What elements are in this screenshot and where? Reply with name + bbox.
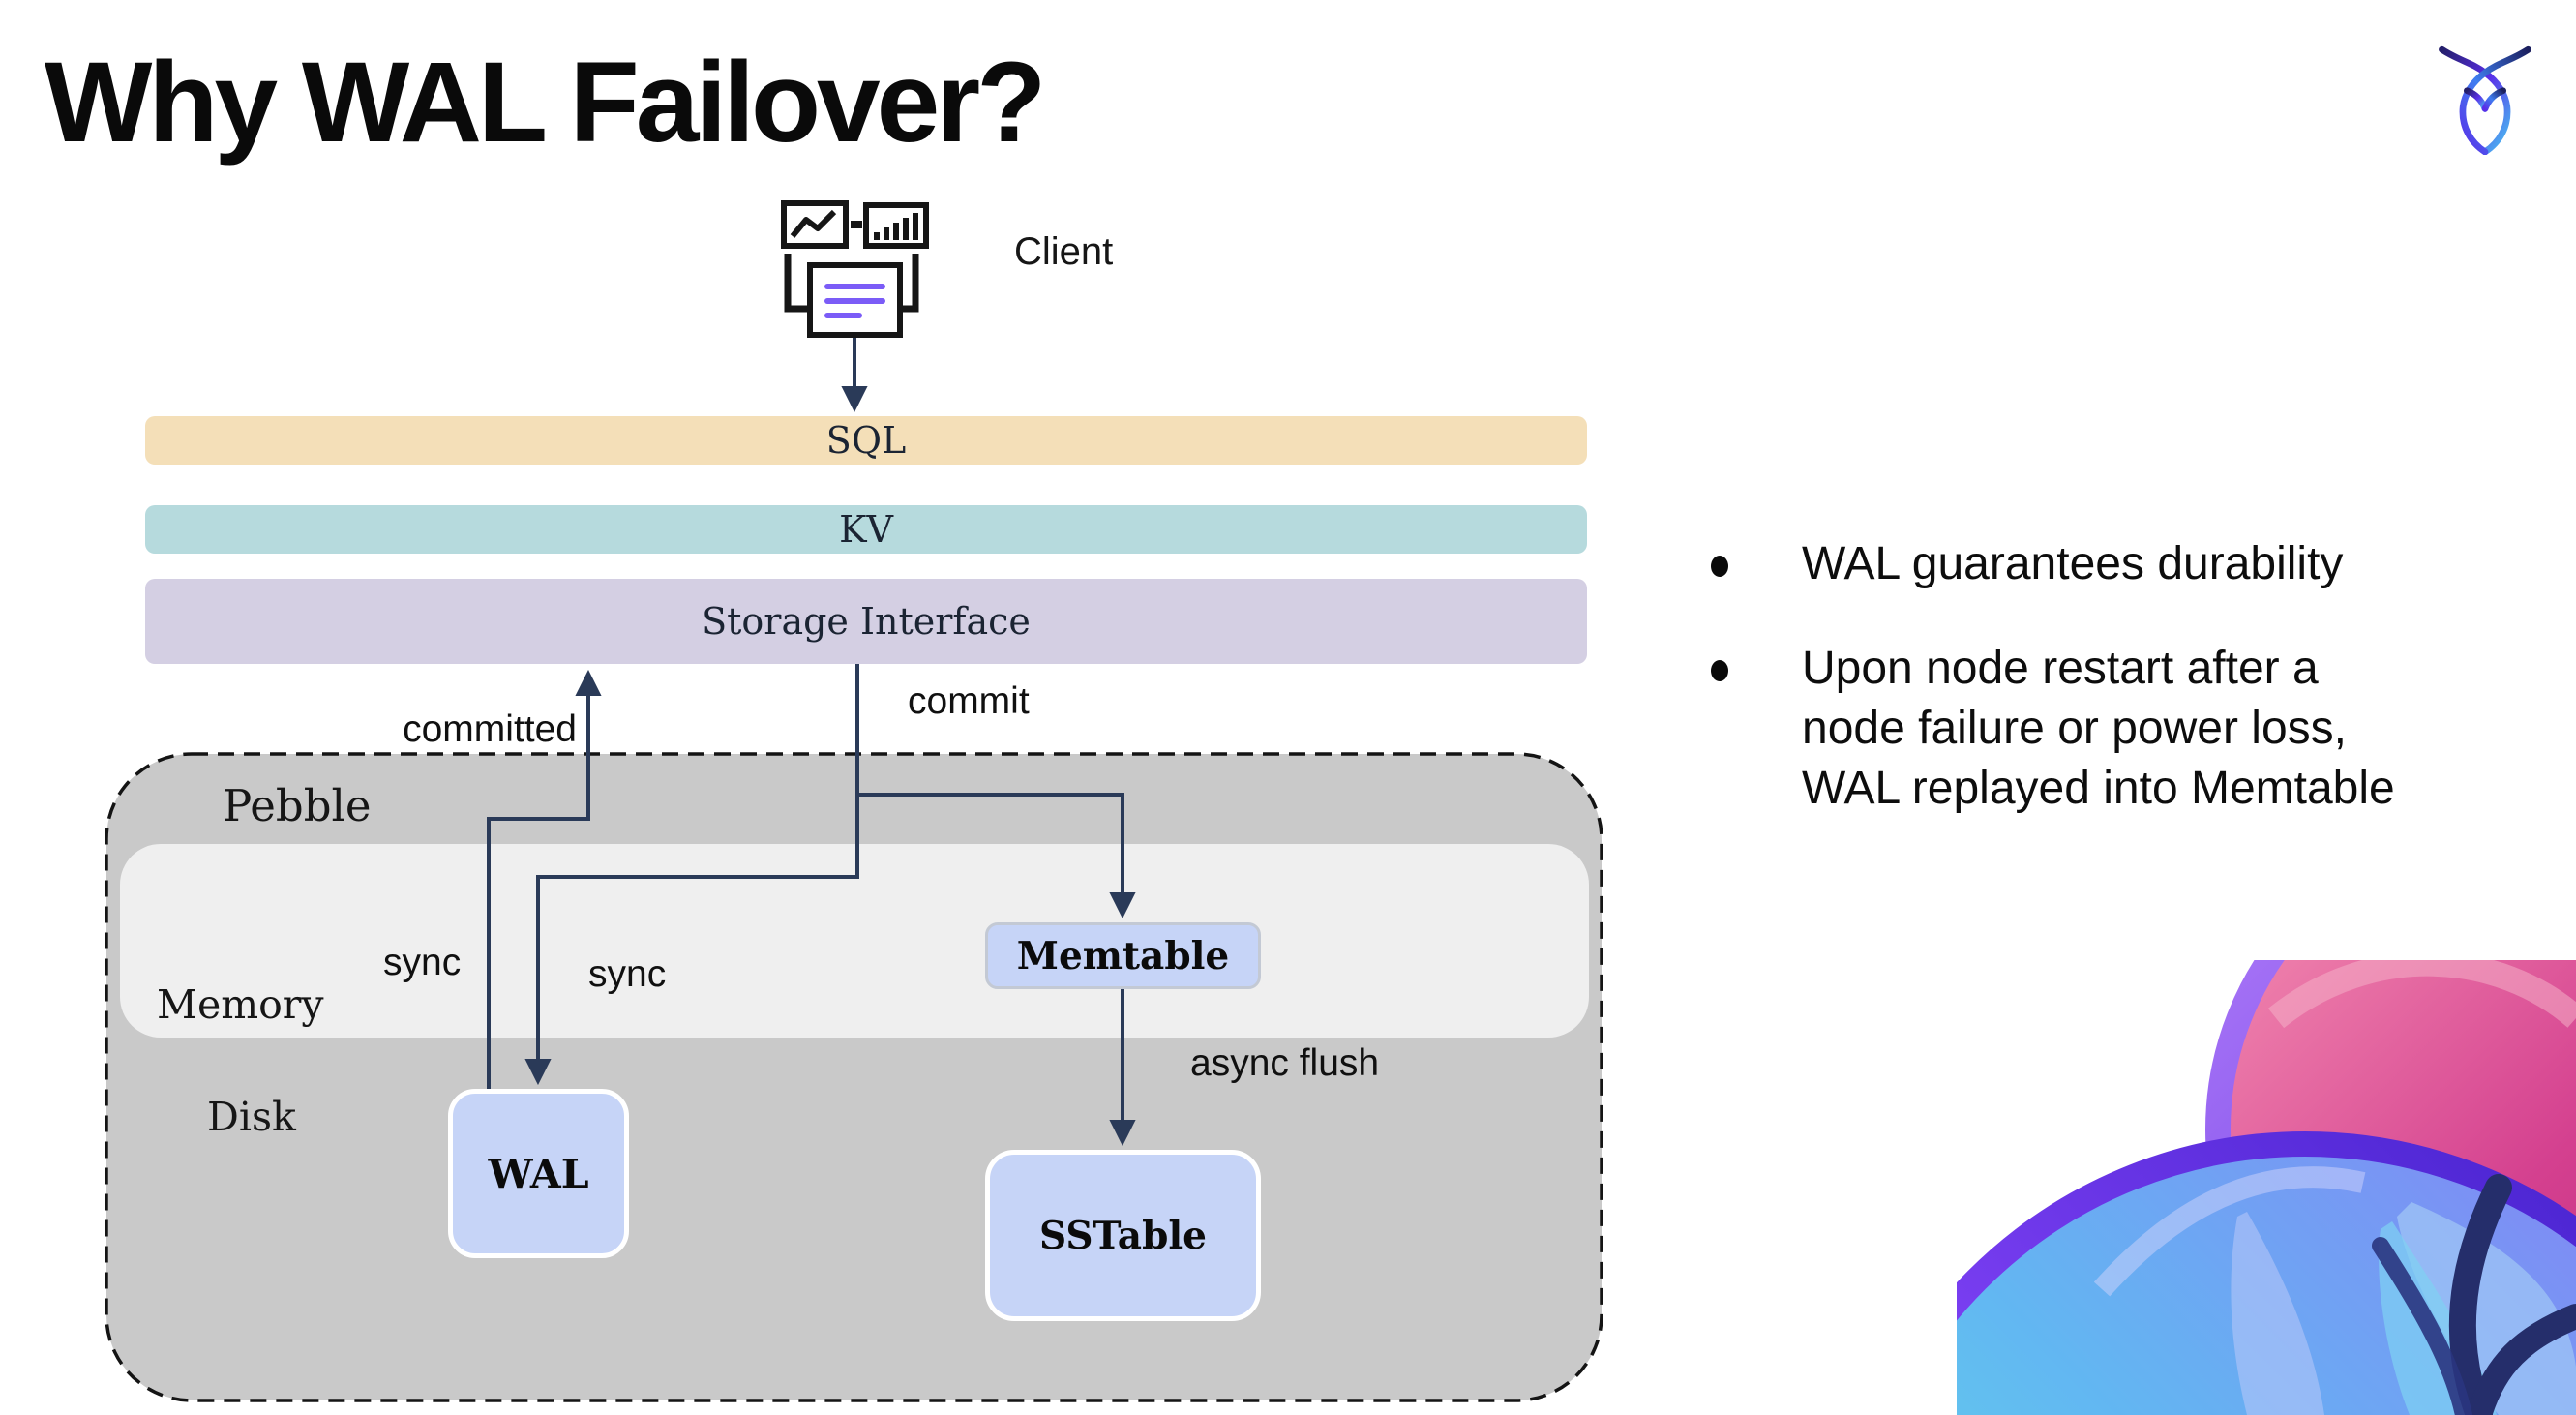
disk-zone-label: Disk xyxy=(207,1094,296,1140)
layer-sql: SQL xyxy=(145,416,1587,465)
memory-zone-label: Memory xyxy=(157,981,324,1028)
bullet-list: WAL guarantees durability Upon node rest… xyxy=(1711,534,2562,819)
edge-label-async-flush: async flush xyxy=(1190,1042,1380,1084)
edge-label-sync-left: sync xyxy=(383,942,462,983)
layer-kv-label: KV xyxy=(839,508,893,551)
cockroachdb-logo xyxy=(2439,45,2531,155)
node-wal: WAL xyxy=(448,1089,629,1258)
layer-storage-interface-label: Storage Interface xyxy=(702,600,1031,643)
bullet-dot-icon xyxy=(1711,556,1728,577)
edge-label-commit: commit xyxy=(908,680,1030,722)
edge-label-committed: committed xyxy=(403,708,577,750)
node-wal-label: WAL xyxy=(488,1150,589,1197)
bullet-text: Upon node restart after a node failure o… xyxy=(1802,643,2395,814)
line-chart-icon xyxy=(781,200,849,249)
edge-commit-sync-wal xyxy=(524,664,859,1086)
memory-band xyxy=(120,844,1589,1038)
bullet-item: Upon node restart after a node failure o… xyxy=(1711,639,2562,819)
node-memtable: Memtable xyxy=(985,922,1261,989)
node-sstable: SSTable xyxy=(985,1150,1261,1321)
edge-committed xyxy=(487,669,602,1089)
node-sstable-label: SSTable xyxy=(1039,1213,1207,1258)
layer-storage-interface: Storage Interface xyxy=(145,579,1587,664)
page-title: Why WAL Failover? xyxy=(45,39,1046,166)
node-memtable-label: Memtable xyxy=(1016,933,1230,978)
layer-kv: KV xyxy=(145,505,1587,554)
client-icon xyxy=(781,200,929,338)
bullet-item: WAL guarantees durability xyxy=(1711,534,2562,594)
document-icon xyxy=(807,262,903,338)
bar-chart-icon xyxy=(863,202,929,249)
edge-label-sync-right: sync xyxy=(588,953,667,995)
layer-sql-label: SQL xyxy=(825,419,907,462)
edge-commit-memtable xyxy=(857,793,1136,919)
bullet-text: WAL guarantees durability xyxy=(1802,538,2344,589)
bullet-dot-icon xyxy=(1711,660,1728,681)
pebble-label: Pebble xyxy=(223,780,372,831)
client-label: Client xyxy=(1014,230,1114,273)
brand-artwork xyxy=(1957,960,2576,1415)
dash-icon xyxy=(851,221,862,228)
